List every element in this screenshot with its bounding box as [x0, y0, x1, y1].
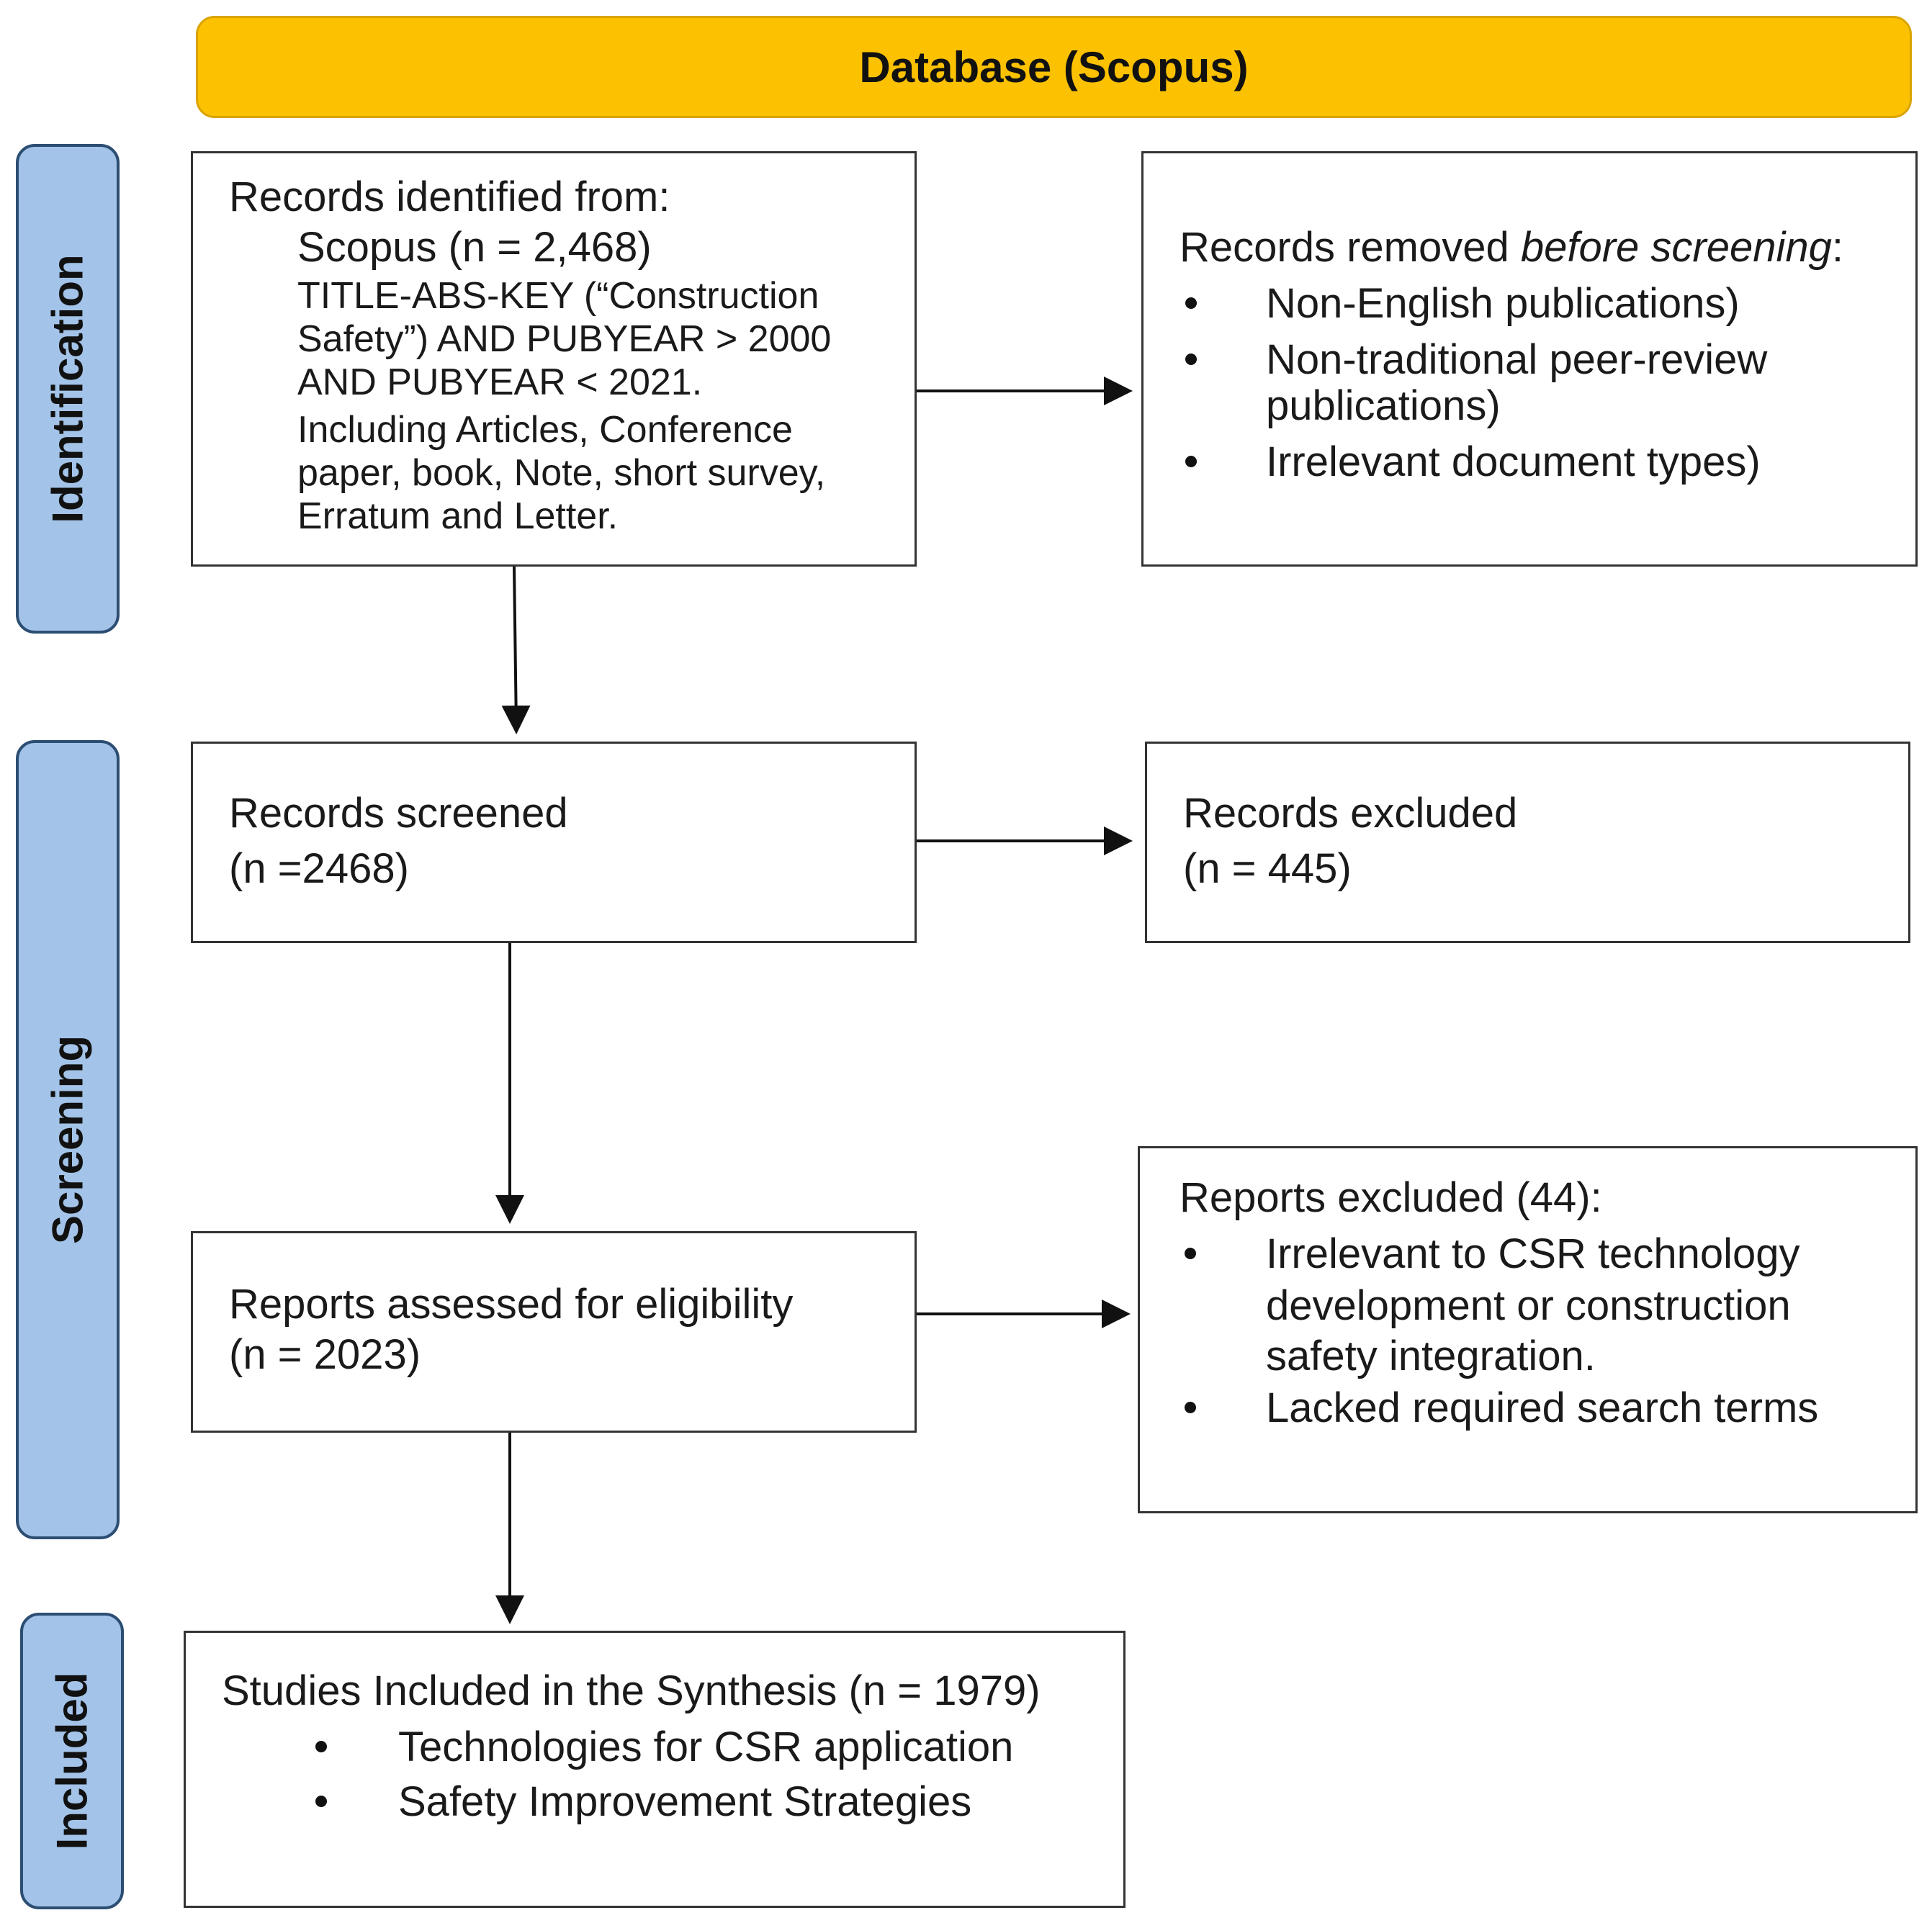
bullet-icon	[1185, 1248, 1196, 1259]
query-line: Erratum and Letter.	[297, 495, 619, 537]
records-identified-source: Scopus (n = 2,468)	[297, 224, 652, 271]
records-identified-heading: Records identified from:	[229, 174, 670, 220]
arrow-identified-to-screened	[501, 566, 531, 734]
reports-assessed-count: (n = 2023)	[229, 1331, 421, 1378]
removed-item: Non-English publications)	[1266, 280, 1740, 327]
stage-included: Included	[20, 1613, 124, 1909]
records-screened-label: Records screened	[229, 790, 568, 837]
records-screened-box: Records screened (n =2468)	[191, 742, 917, 943]
removed-item: Irrelevant document types)	[1266, 438, 1761, 485]
records-excluded-count: (n = 445)	[1183, 845, 1352, 892]
query-line: AND PUBYEAR < 2021.	[297, 361, 703, 403]
reports-excluded-box: Reports excluded (44): Irrelevant to CSR…	[1138, 1146, 1918, 1513]
database-header-title: Database (Scopus)	[859, 42, 1249, 91]
bullet-icon	[1185, 297, 1197, 309]
reports-excluded-item: Irrelevant to CSR technology	[1266, 1230, 1800, 1277]
records-screened-count: (n =2468)	[229, 845, 409, 892]
bullet-icon	[315, 1796, 327, 1807]
query-line: TITLE-ABS-KEY (“Construction	[297, 275, 819, 317]
removed-item: Non-traditional peer-review	[1266, 336, 1768, 383]
records-identified-box: Records identified from: Scopus (n = 2,4…	[191, 151, 917, 567]
bullet-icon	[315, 1741, 327, 1752]
records-excluded-box: Records excluded (n = 445)	[1145, 742, 1910, 943]
reports-assessed-label: Reports assessed for eligibility	[229, 1281, 794, 1328]
reports-assessed-box: Reports assessed for eligibility (n = 20…	[191, 1231, 917, 1433]
reports-excluded-heading: Reports excluded (44):	[1180, 1174, 1602, 1221]
bullet-icon	[1185, 1402, 1196, 1413]
bullet-icon	[1185, 456, 1197, 467]
stage-screening: Screening	[16, 740, 120, 1539]
reports-excluded-item: Lacked required search terms	[1266, 1384, 1819, 1431]
stage-identification: Identification	[16, 144, 120, 634]
query-line: Safety”) AND PUBYEAR > 2000	[297, 318, 832, 360]
query-line: paper, book, Note, short survey,	[297, 452, 826, 494]
records-removed-box: Records removed before screening: Non-En…	[1141, 151, 1918, 567]
records-removed-heading: Records removed before screening:	[1180, 224, 1844, 271]
reports-excluded-item-continued: development or construction	[1266, 1282, 1791, 1329]
database-header: Database (Scopus)	[196, 16, 1912, 118]
studies-included-item: Technologies for CSR application	[398, 1724, 1014, 1770]
reports-excluded-item-continued: safety integration.	[1266, 1333, 1596, 1379]
studies-included-item: Safety Improvement Strategies	[398, 1778, 972, 1825]
records-excluded-label: Records excluded	[1183, 790, 1518, 837]
studies-included-box: Studies Included in the Synthesis (n = 1…	[184, 1631, 1125, 1908]
removed-item-continued: publications)	[1266, 382, 1501, 429]
studies-included-heading: Studies Included in the Synthesis (n = 1…	[222, 1667, 1041, 1714]
query-line: Including Articles, Conference	[297, 409, 793, 451]
bullet-icon	[1185, 353, 1197, 365]
